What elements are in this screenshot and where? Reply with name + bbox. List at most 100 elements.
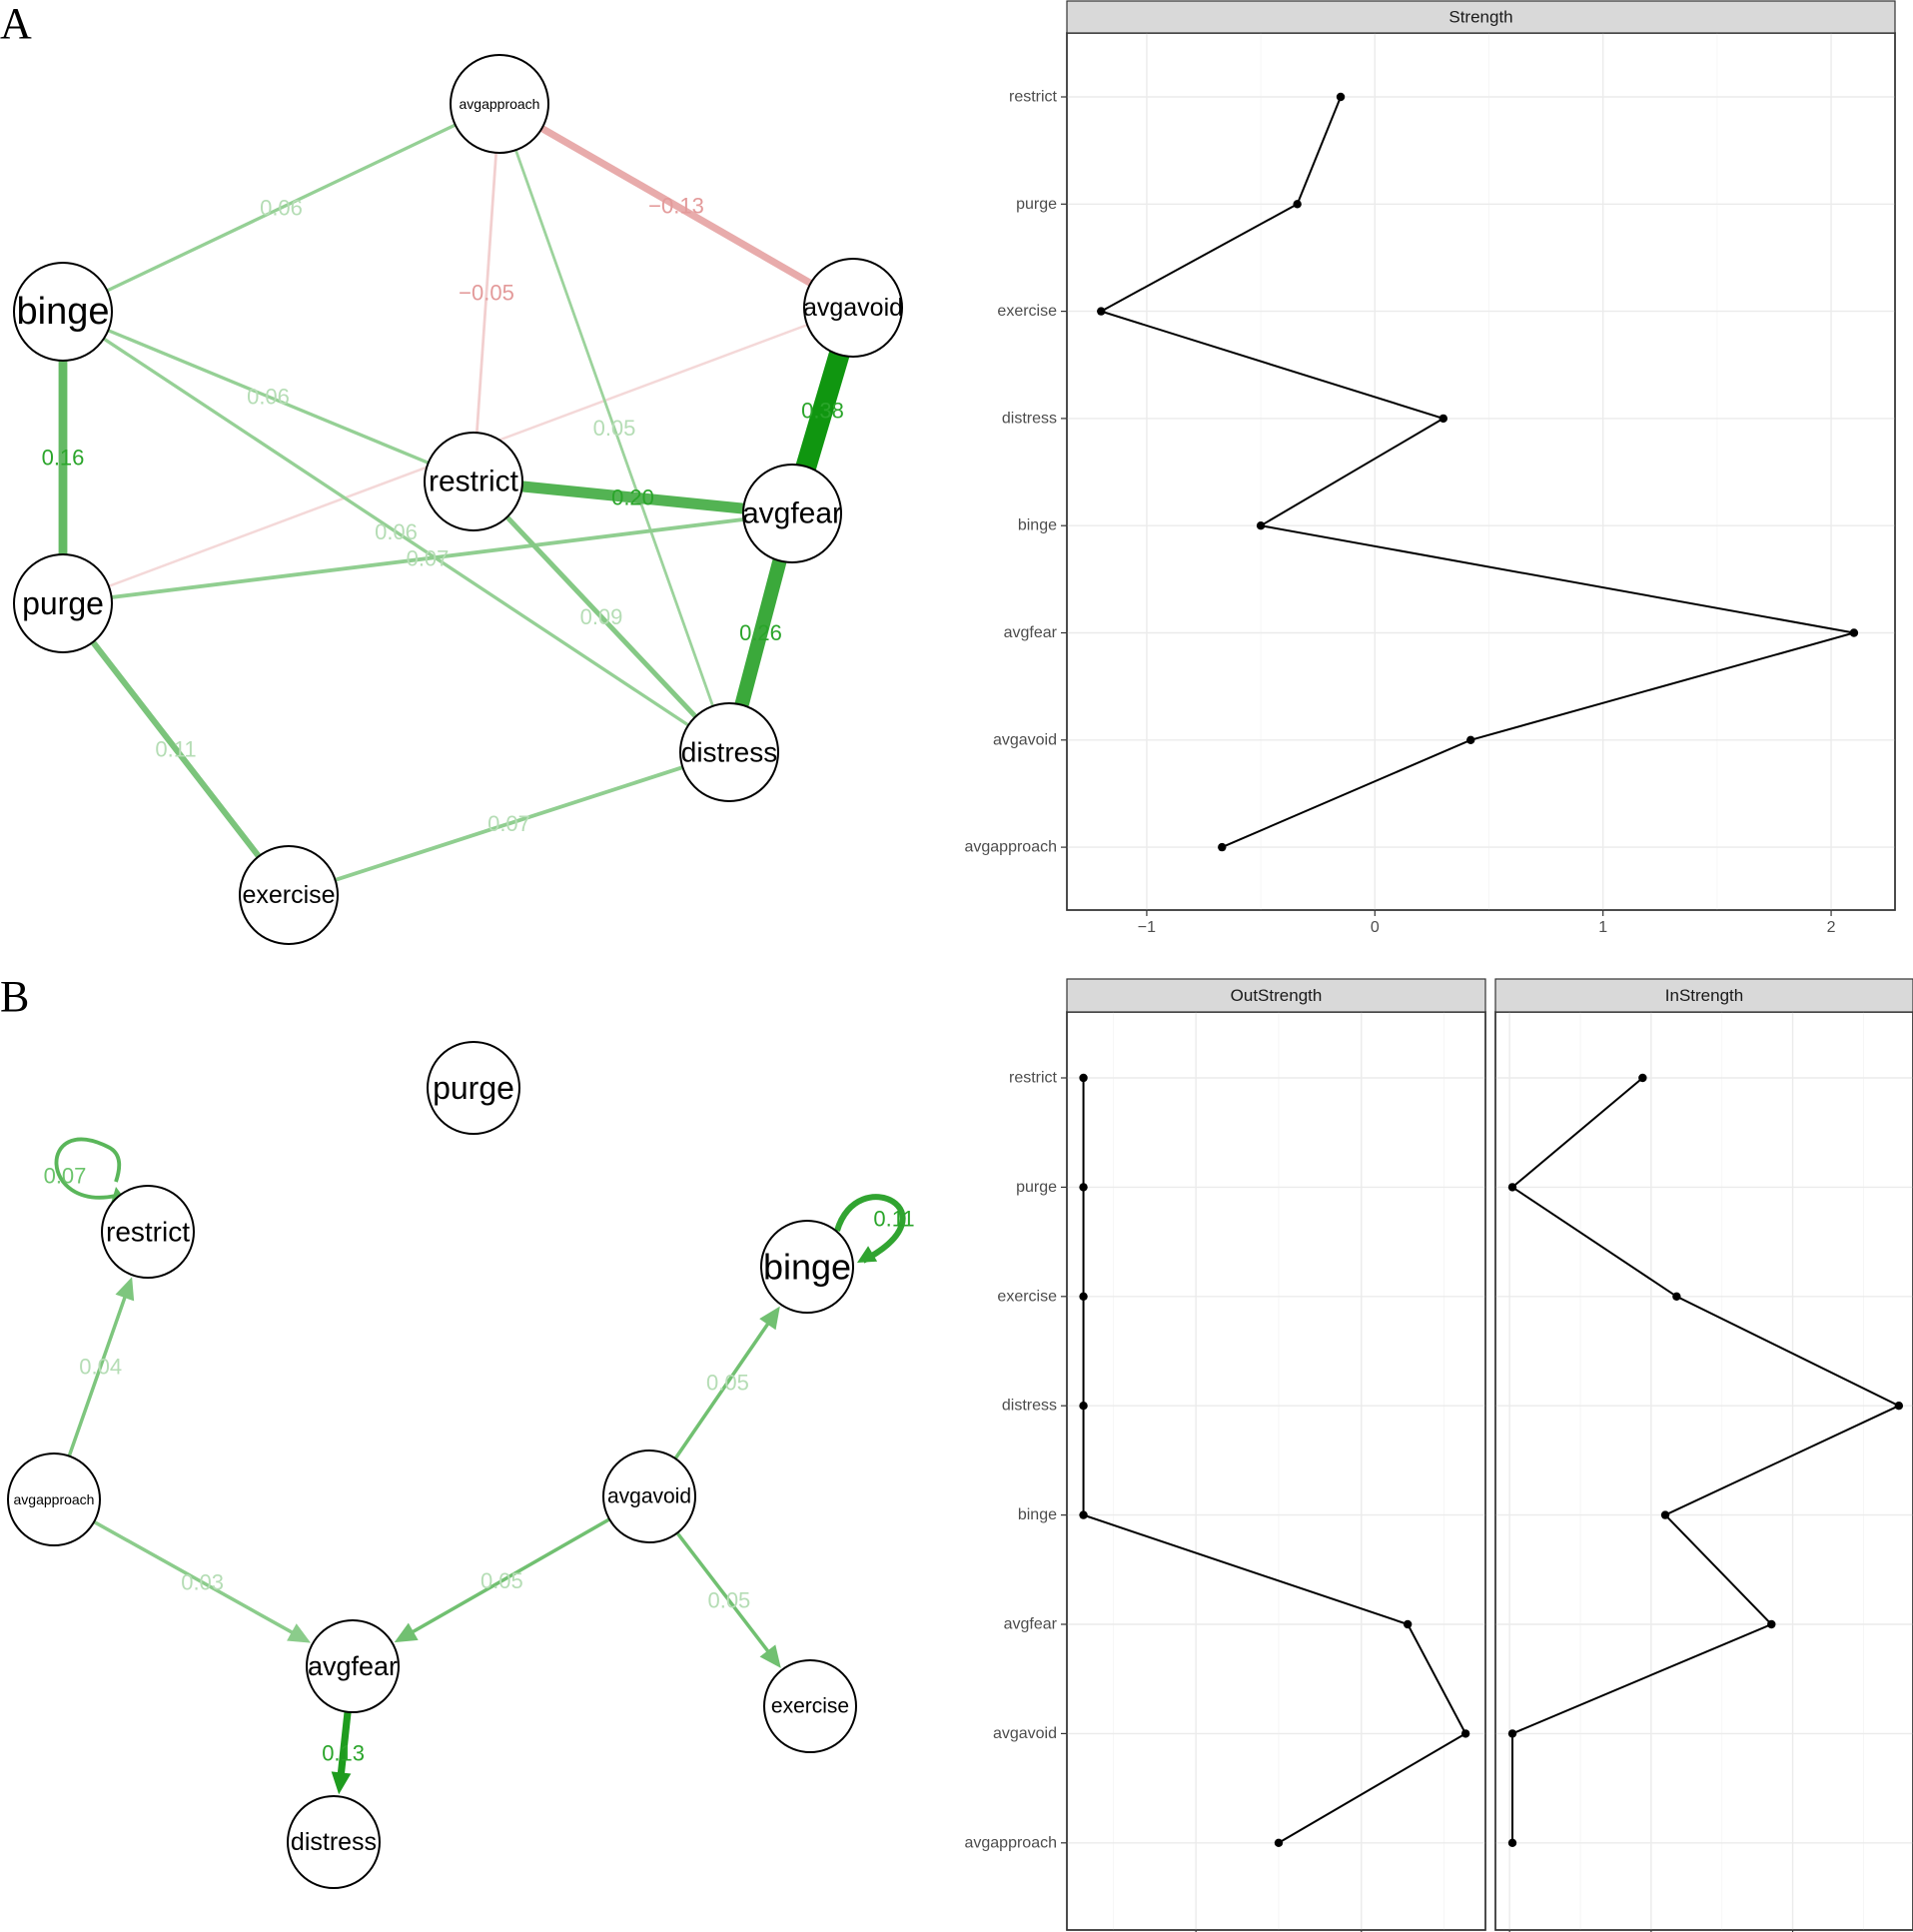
y-tick-label-avgfear: avgfear <box>1004 624 1058 641</box>
edge-avgapproach-restrict <box>67 1291 129 1457</box>
node-restrict <box>424 432 523 531</box>
node-label-restrict: restrict <box>106 1217 190 1248</box>
plot-outstrength: OutStrengthrestrictpurgeexercisedistress… <box>964 978 1486 1932</box>
edge-label-avgapproach-restrict: −0.05 <box>459 281 514 306</box>
y-tick-label-avgfear: avgfear <box>1004 1616 1058 1633</box>
node-label-binge: binge <box>763 1247 851 1288</box>
data-point-restrict <box>1079 1073 1088 1083</box>
node-label-avgavoid: avgavoid <box>607 1485 691 1508</box>
network-a: −0.03−0.050.050.060.060.060.070.070.090.… <box>13 54 903 945</box>
facet-strip <box>1066 0 1896 34</box>
edge-label-exercise-distress: 0.07 <box>487 811 530 836</box>
node-distress <box>287 1795 381 1889</box>
edge-label-avgfear-distress: 0.13 <box>322 1741 365 1766</box>
y-tick-label-purge: purge <box>1016 196 1057 213</box>
series-line <box>1510 1077 1902 1843</box>
edge-restrict-avgfear <box>473 476 793 519</box>
node-label-purge: purge <box>22 585 104 621</box>
data-point-avgavoid <box>1466 735 1475 744</box>
data-point-purge <box>1507 1183 1517 1192</box>
x-tick-label: −1 <box>1138 919 1156 936</box>
node-label-avgapproach: avgapproach <box>14 1491 95 1507</box>
edge-avgapproach-distress <box>497 103 731 753</box>
data-point-distress <box>1894 1402 1904 1411</box>
edge-label-binge-purge: 0.16 <box>42 446 85 471</box>
data-point-avgapproach <box>1507 1838 1517 1848</box>
edge-label-avgavoid-avgfear: 0.05 <box>480 1568 523 1593</box>
data-point-avgfear <box>1767 1619 1776 1629</box>
plot-strength: Strengthrestrictpurgeexercisedistressbin… <box>964 0 1896 936</box>
facet-title: OutStrength <box>1231 986 1323 1005</box>
node-label-avgapproach: avgapproach <box>460 96 540 112</box>
y-tick-label-distress: distress <box>1002 410 1057 427</box>
y-tick-label-avgapproach: avgapproach <box>964 1834 1057 1851</box>
node-label-distress: distress <box>291 1828 377 1856</box>
plot-panel <box>1494 1011 1913 1931</box>
self-loop-restrict <box>54 1137 122 1200</box>
edge-avgavoid-binge <box>673 1318 773 1460</box>
node-label-restrict: restrict <box>429 466 519 498</box>
edge-label-restrict-distress: 0.09 <box>580 604 623 629</box>
self-loop-binge <box>834 1194 906 1264</box>
facet-title: InStrength <box>1665 986 1743 1005</box>
edge-avgapproach-restrict <box>472 103 501 483</box>
arrowhead-avgfear-distress <box>331 1771 352 1795</box>
node-purge <box>13 553 113 653</box>
arrowhead-avgavoid-binge <box>759 1306 780 1331</box>
data-point-avgavoid <box>1460 1729 1470 1738</box>
y-tick-label-restrict: restrict <box>1009 1070 1058 1087</box>
edge-label-avgavoid-exercise: 0.05 <box>707 1588 750 1613</box>
edge-label-binge-restrict: 0.06 <box>247 385 290 410</box>
y-tick-label-distress: distress <box>1002 1398 1057 1415</box>
edge-label-restrict-restrict: 0.07 <box>44 1164 87 1189</box>
data-point-purge <box>1079 1183 1088 1192</box>
edge-label-avgapproach-restrict: 0.04 <box>79 1354 122 1379</box>
panel-label-b: B <box>0 972 29 1021</box>
centrality-plots: Strengthrestrictpurgeexercisedistressbin… <box>964 0 1913 1932</box>
series-line <box>1082 1078 1467 1844</box>
edge-avgfear-distress <box>337 1711 352 1780</box>
edge-avgavoid-exercise <box>675 1531 773 1657</box>
edge-exercise-distress <box>288 750 730 897</box>
node-label-binge: binge <box>17 291 110 333</box>
y-tick-label-binge: binge <box>1018 1506 1057 1523</box>
edge-label-binge-distress: 0.06 <box>375 519 418 544</box>
y-tick-label-exercise: exercise <box>997 303 1057 320</box>
data-point-distress <box>1438 414 1448 424</box>
edge-label-avgavoid-avgfear: 0.38 <box>801 399 844 424</box>
node-distress <box>679 702 779 802</box>
data-point-distress <box>1079 1402 1088 1411</box>
node-avgapproach <box>7 1452 101 1546</box>
data-point-avgapproach <box>1218 842 1227 852</box>
data-point-binge <box>1256 521 1266 530</box>
node-restrict <box>101 1185 195 1279</box>
plot-instrength: InStrength−101 <box>1494 978 1913 1932</box>
y-tick-label-restrict: restrict <box>1009 89 1058 106</box>
data-point-exercise <box>1079 1292 1088 1302</box>
edge-label-purge-avgfear: 0.07 <box>407 546 450 571</box>
data-point-exercise <box>1672 1292 1681 1302</box>
edge-label-avgapproach-avgfear: 0.03 <box>181 1570 224 1595</box>
edge-avgapproach-avgavoid <box>497 100 855 312</box>
arrowhead-avgapproach-avgfear <box>287 1623 312 1643</box>
node-label-exercise: exercise <box>242 881 335 909</box>
node-exercise <box>239 845 339 945</box>
node-avgapproach <box>450 54 549 154</box>
panel-label-a: A <box>0 0 32 48</box>
data-point-binge <box>1079 1510 1088 1519</box>
y-tick-label-avgavoid: avgavoid <box>993 731 1057 748</box>
data-point-avgapproach <box>1274 1838 1284 1848</box>
facet-strip <box>1494 978 1913 1013</box>
y-tick-label-purge: purge <box>1016 1179 1057 1196</box>
data-point-exercise <box>1097 307 1106 316</box>
data-point-avgfear <box>1403 1619 1413 1629</box>
node-label-exercise: exercise <box>771 1695 849 1718</box>
x-tick-label: 1 <box>1598 919 1607 936</box>
node-label-avgfear: avgfear <box>742 497 842 530</box>
node-binge <box>13 262 113 362</box>
x-tick-label: 0 <box>1371 919 1380 936</box>
edge-restrict-distress <box>472 480 731 754</box>
edge-label-purge-exercise: 0.11 <box>155 737 196 762</box>
